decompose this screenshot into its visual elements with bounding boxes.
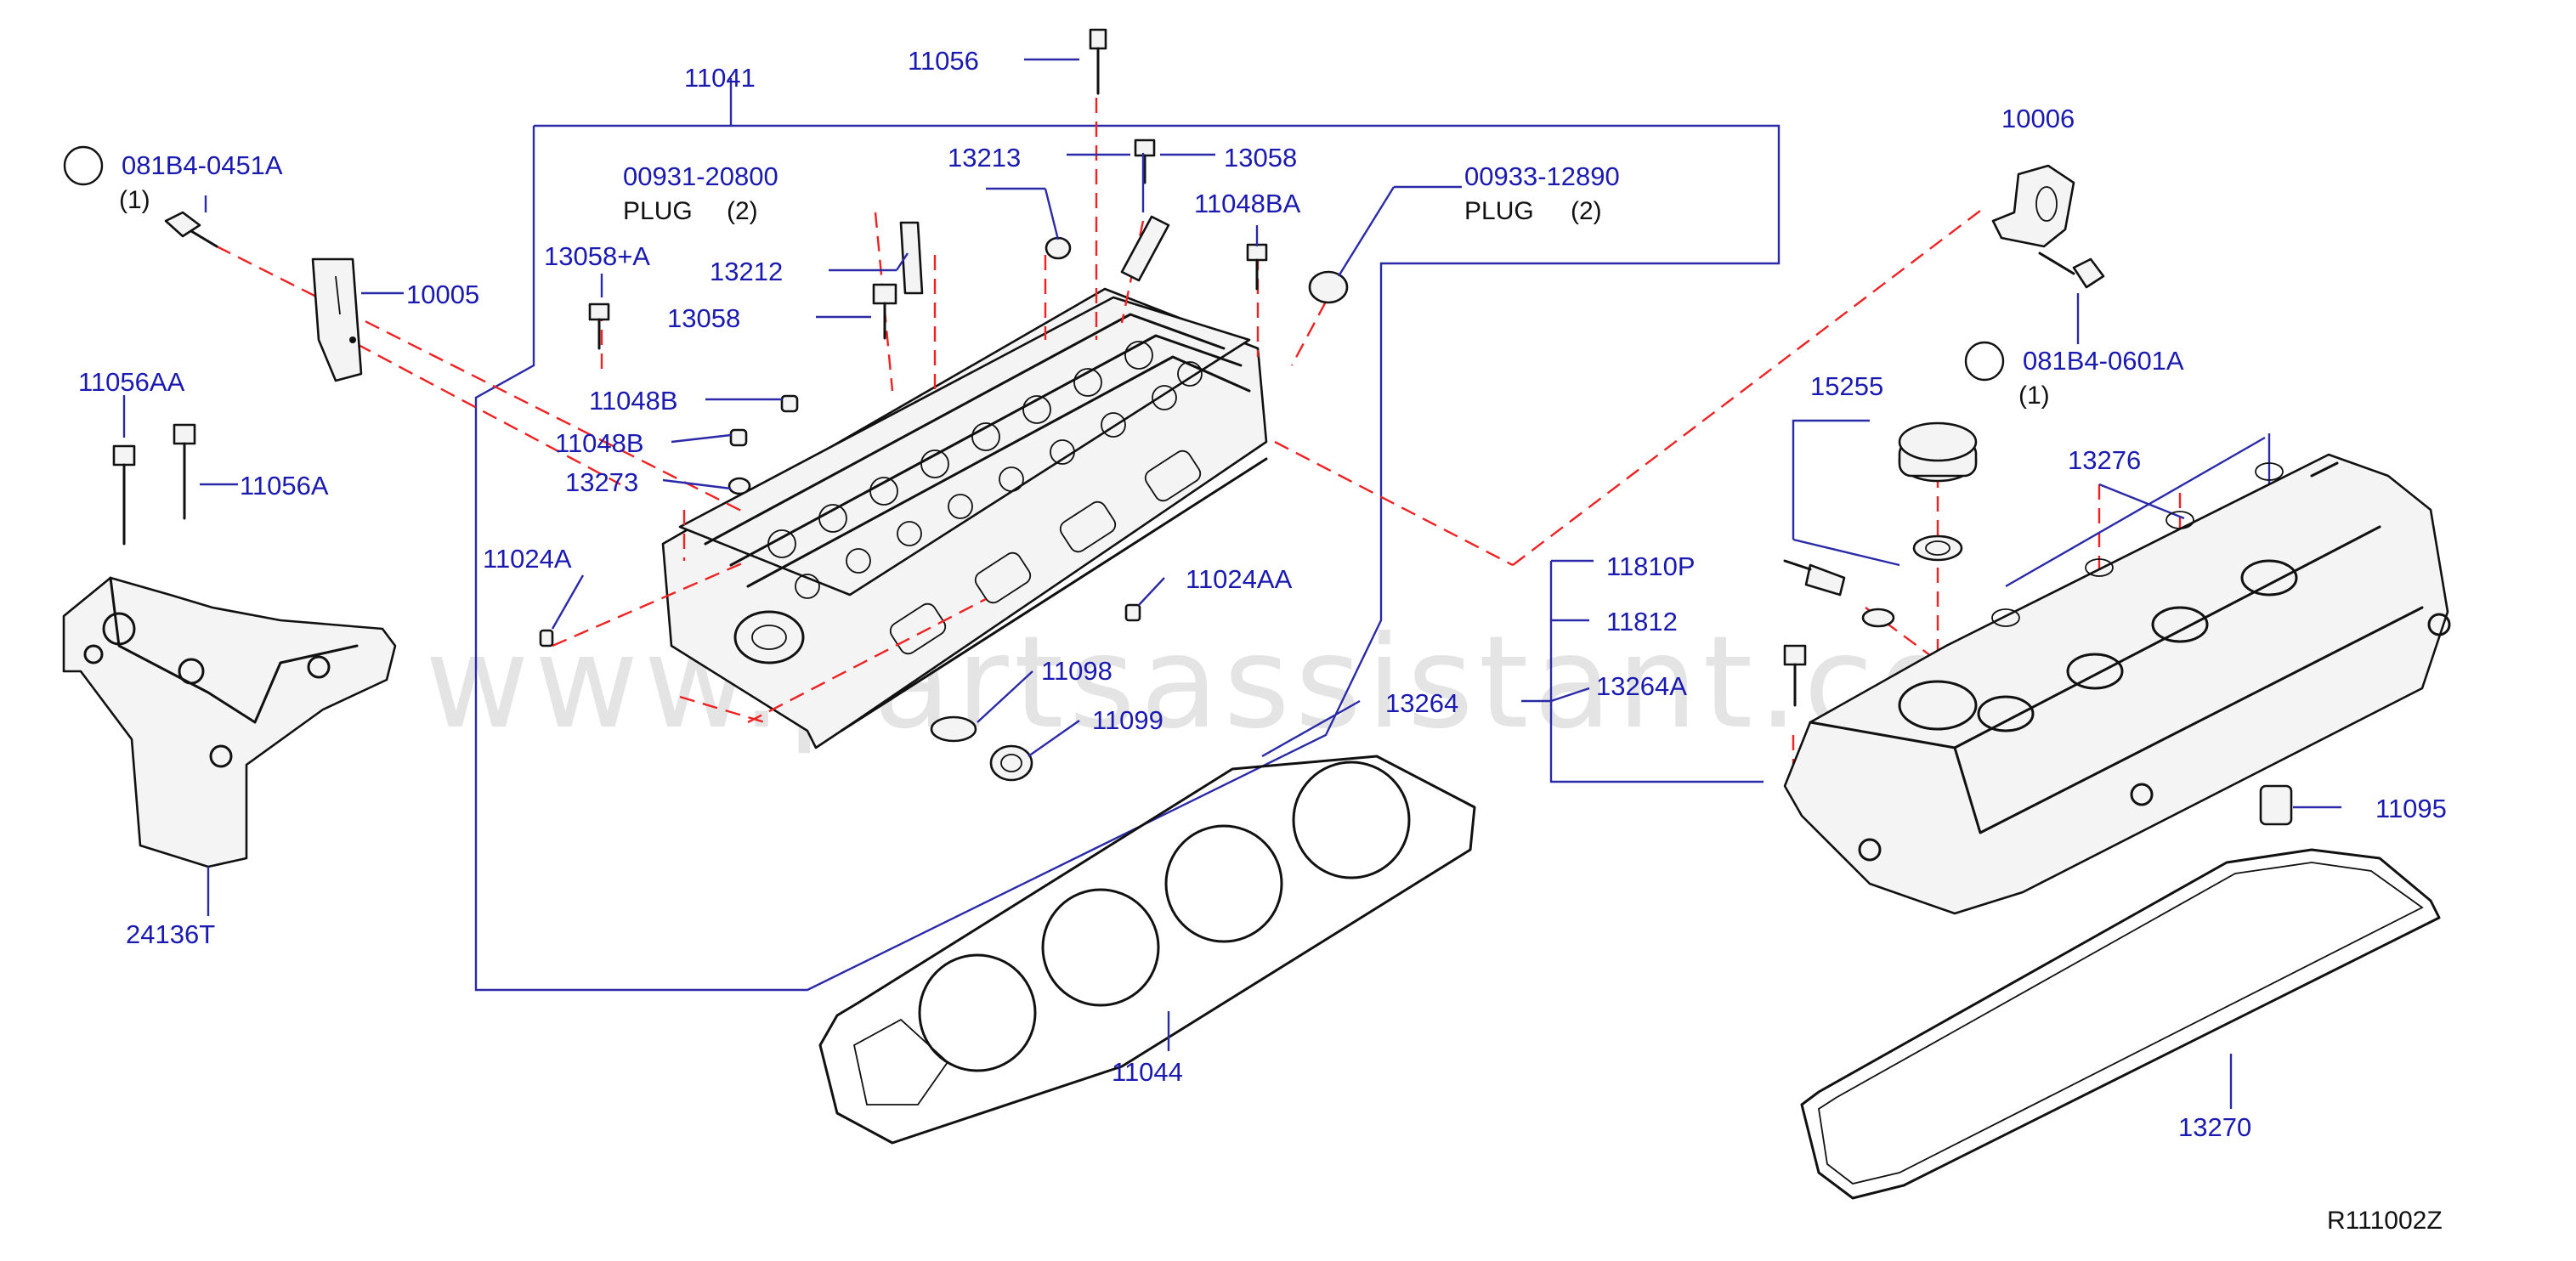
label-11048B-2[interactable]: 11048B xyxy=(555,428,644,458)
head-gasket-11044 xyxy=(818,755,1476,1145)
bolt-marker-b-right xyxy=(1964,341,2005,382)
label-11098[interactable]: 11098 xyxy=(1041,656,1112,686)
label-24136T[interactable]: 24136T xyxy=(126,919,215,949)
diagram-id: R111002Z xyxy=(2327,1207,2443,1235)
cylinder-head xyxy=(661,287,1268,749)
label-13273[interactable]: 13273 xyxy=(565,467,638,497)
label-00933-12890[interactable]: 00933-12890 xyxy=(1464,161,1620,191)
label-13276[interactable]: 13276 xyxy=(2068,445,2141,475)
label-13058-top[interactable]: 13058 xyxy=(1224,143,1297,172)
label-13212[interactable]: 13212 xyxy=(710,257,783,286)
head-leaders xyxy=(551,58,1462,757)
label-13213[interactable]: 13213 xyxy=(948,143,1021,172)
label-081B4-0451A[interactable]: 081B4-0451A xyxy=(122,150,283,180)
label-13264A[interactable]: 13264A xyxy=(1596,671,1687,701)
label-081B4-0601A[interactable]: 081B4-0601A xyxy=(2023,346,2184,376)
label-081B4-0451A-qty: (1) xyxy=(119,186,150,214)
label-13058-mid[interactable]: 13058 xyxy=(667,303,740,333)
label-11056AA[interactable]: 11056AA xyxy=(78,367,185,397)
bracket-10006 xyxy=(1991,164,2105,344)
label-00931-qty: (2) xyxy=(727,197,758,225)
label-00931-20800[interactable]: 00931-20800 xyxy=(623,161,778,191)
bolt-marker-b-left xyxy=(63,145,104,186)
label-11048B-1[interactable]: 11048B xyxy=(589,386,678,416)
label-00933-plug: PLUG xyxy=(1464,197,1534,225)
label-11099[interactable]: 11099 xyxy=(1092,705,1163,735)
valve-cover-group xyxy=(1521,419,2451,1200)
label-11048BA[interactable]: 11048BA xyxy=(1194,189,1301,218)
bracket-10005 xyxy=(164,195,404,382)
label-11812[interactable]: 11812 xyxy=(1606,607,1678,636)
label-11044[interactable]: 11044 xyxy=(1112,1057,1183,1087)
label-11810P[interactable]: 11810P xyxy=(1606,551,1696,581)
label-13264[interactable]: 13264 xyxy=(1385,688,1458,718)
bracket-24136T xyxy=(62,576,397,916)
label-11024AA[interactable]: 11024AA xyxy=(1186,564,1293,594)
label-13058A[interactable]: 13058+A xyxy=(544,241,650,271)
head-hardware xyxy=(539,28,1349,782)
label-10005[interactable]: 10005 xyxy=(406,280,479,309)
label-00931-plug: PLUG xyxy=(623,197,693,225)
bolts-11056 xyxy=(112,395,238,546)
label-11095[interactable]: 11095 xyxy=(2375,794,2447,823)
label-11056[interactable]: 11056 xyxy=(908,46,979,76)
label-081B4-0601A-qty: (1) xyxy=(2018,382,2050,410)
label-10006[interactable]: 10006 xyxy=(2001,104,2075,133)
label-11041[interactable]: 11041 xyxy=(684,63,756,93)
label-15255[interactable]: 15255 xyxy=(1810,371,1883,401)
label-00933-qty: (2) xyxy=(1571,197,1602,225)
part-labels: 11041 11056 13213 13058 00931-20800 PLUG… xyxy=(63,46,2447,1235)
leader-13264 xyxy=(1261,699,1361,758)
label-13270[interactable]: 13270 xyxy=(2178,1112,2251,1142)
label-11056A[interactable]: 11056A xyxy=(240,471,329,500)
label-11024A[interactable]: 11024A xyxy=(483,544,572,574)
